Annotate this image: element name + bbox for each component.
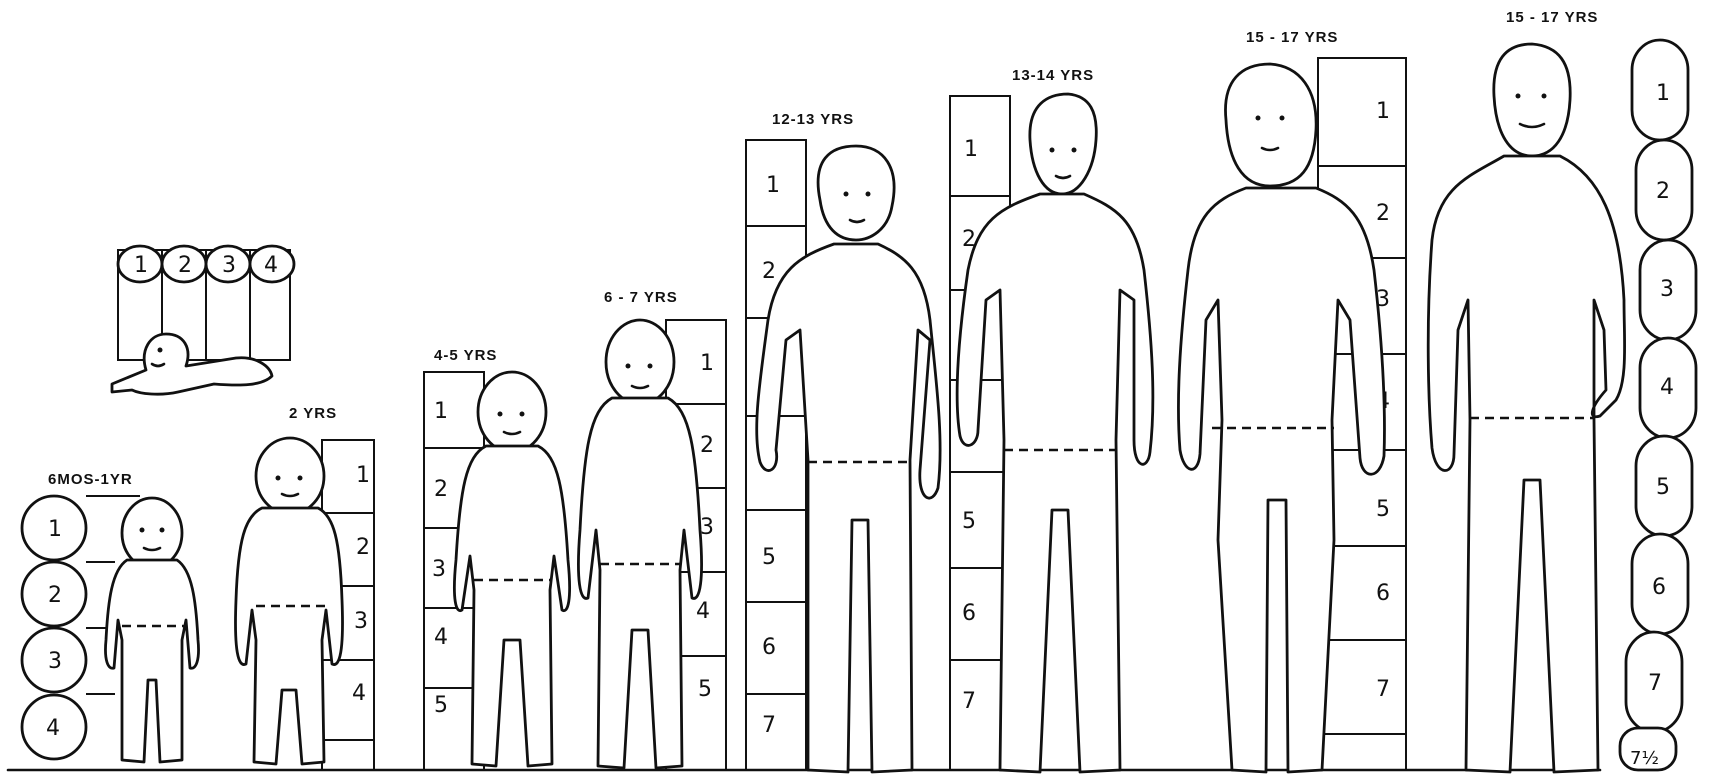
unit-label: 4 [352, 681, 366, 706]
unit-label: 6 [962, 601, 976, 626]
unit-label: 4 [696, 599, 710, 624]
group-4-5-yrs: 4-5 YRS 1 2 3 4 5 [424, 347, 570, 770]
unit-label: 4 [434, 625, 448, 650]
unit-label: 1 [700, 351, 714, 376]
child-figure [454, 372, 569, 766]
unit-label: 2 [700, 433, 714, 458]
unit-label: 5 [698, 677, 712, 702]
unit-label: 1 [434, 399, 448, 424]
unit-label: 4 [1660, 375, 1674, 400]
group-15-17-yrs-male: 15 - 17 YRS 1 2 3 4 5 6 7 7½ [1428, 9, 1696, 772]
unit-label: 2 [178, 253, 192, 278]
head-stack: 1 2 3 4 5 6 7 7½ [1620, 40, 1696, 770]
group-2-yrs: 2 YRS 1 2 3 4 [235, 405, 374, 770]
unit-label: 3 [354, 609, 368, 634]
unit-label: 5 [1376, 497, 1390, 522]
group-13-14-yrs: 13-14 YRS 1 2 4 5 6 7 [950, 67, 1153, 772]
infant-head-scale: 1 2 3 4 [118, 246, 294, 360]
crawling-infant-figure [112, 334, 272, 394]
group-15-17-yrs-female: 15 - 17 YRS 1 2 3 4 5 6 7 [1178, 29, 1406, 772]
unit-label: 4 [264, 253, 278, 278]
unit-label: 3 [700, 515, 714, 540]
unit-label: 6 [762, 635, 776, 660]
adolescent-female-figure [757, 146, 940, 772]
group-6mos-1yr: 6MOS-1YR 1 2 3 4 [22, 471, 199, 762]
adult-male-figure [1428, 44, 1624, 772]
group-infant: 1 2 3 4 [112, 246, 294, 394]
unit-label: 5 [962, 509, 976, 534]
unit-label: 1 [356, 463, 370, 488]
unit-label: 1 [48, 517, 62, 542]
unit-label: 7 [962, 689, 976, 714]
unit-label: 7 [1376, 677, 1390, 702]
unit-label: 1 [1376, 99, 1390, 124]
unit-label: 7 [1648, 671, 1662, 696]
unit-label: 7½ [1630, 748, 1659, 769]
unit-label: 3 [222, 253, 236, 278]
unit-label: 1 [766, 173, 780, 198]
age-label: 15 - 17 YRS [1246, 29, 1338, 46]
unit-label: 5 [1656, 475, 1670, 500]
unit-label: 2 [48, 583, 62, 608]
age-label: 6MOS-1YR [48, 471, 133, 488]
unit-label: 2 [1376, 201, 1390, 226]
unit-label: 7 [762, 713, 776, 738]
age-label: 2 YRS [289, 405, 337, 422]
age-label: 15 - 17 YRS [1506, 9, 1598, 26]
unit-label: 5 [434, 693, 448, 718]
unit-label: 2 [762, 259, 776, 284]
unit-label: 3 [432, 557, 446, 582]
age-label: 4-5 YRS [434, 347, 497, 364]
toddler-figure [105, 498, 198, 762]
unit-label: 1 [1656, 81, 1670, 106]
unit-label: 2 [434, 477, 448, 502]
group-12-13-yrs: 12-13 YRS 1 2 4 5 6 7 [746, 111, 940, 772]
unit-label: 6 [1652, 575, 1666, 600]
unit-label: 1 [134, 253, 148, 278]
unit-label: 5 [762, 545, 776, 570]
unit-label: 1 [964, 137, 978, 162]
unit-label: 4 [46, 716, 60, 741]
unit-label: 3 [1660, 277, 1674, 302]
unit-label: 2 [1656, 179, 1670, 204]
unit-label: 2 [356, 535, 370, 560]
group-6-7-yrs: 6 - 7 YRS 1 2 3 4 5 [578, 289, 726, 770]
age-label: 13-14 YRS [1012, 67, 1094, 84]
unit-label: 6 [1376, 581, 1390, 606]
child-figure [578, 320, 701, 768]
unit-label: 3 [48, 649, 62, 674]
child-figure [235, 438, 342, 764]
adult-female-figure [1178, 64, 1384, 772]
age-label: 12-13 YRS [772, 111, 854, 128]
age-label: 6 - 7 YRS [604, 289, 678, 306]
